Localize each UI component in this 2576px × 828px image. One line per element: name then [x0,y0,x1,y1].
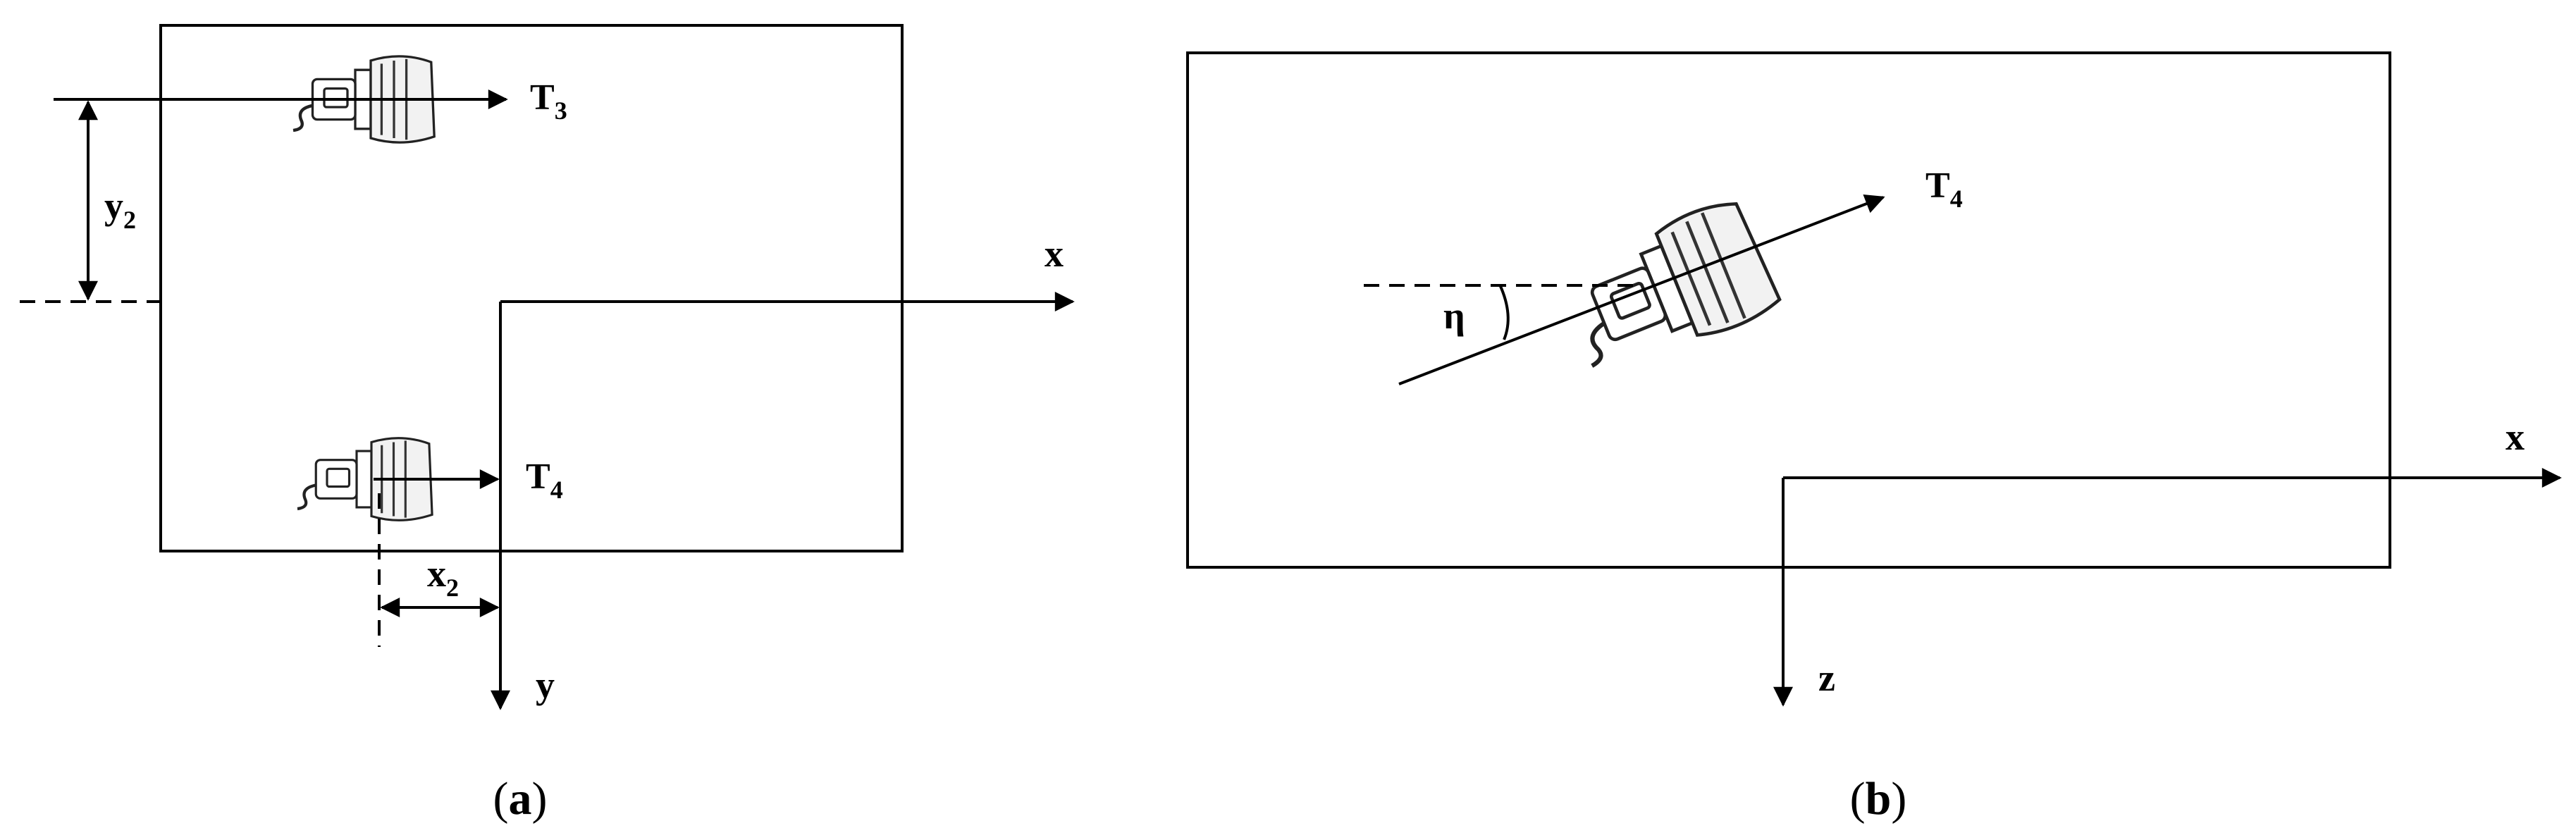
panel-b-caption: (b) [1850,773,1907,824]
thruster-t3-label: T3 [530,78,567,125]
thruster-icon [1553,194,1782,381]
angle-arc [1498,284,1510,340]
panel-a-frame [159,24,904,552]
axis-x-label-b: x [2506,416,2525,458]
axis-z-label-b: z [1818,657,1835,699]
dim-x-label: x2 [427,552,459,602]
angle-label: η [1443,295,1465,337]
panel-b: η T4 x z (b) [1186,51,2562,824]
thruster-t4-tilted-axis [1398,194,1885,385]
dim-y-label: y2 [104,185,136,234]
thruster-t4-label: T4 [526,457,563,504]
panel-b-frame [1186,51,2391,569]
axis-x-label: x [1044,233,1064,275]
panel-a-caption: (a) [493,773,548,824]
axis-y-label: y [536,664,555,706]
panel-a: T3 T4 x y y2 x2 (a) [20,24,1075,824]
thruster-t4-label-b: T4 [1925,166,1963,213]
